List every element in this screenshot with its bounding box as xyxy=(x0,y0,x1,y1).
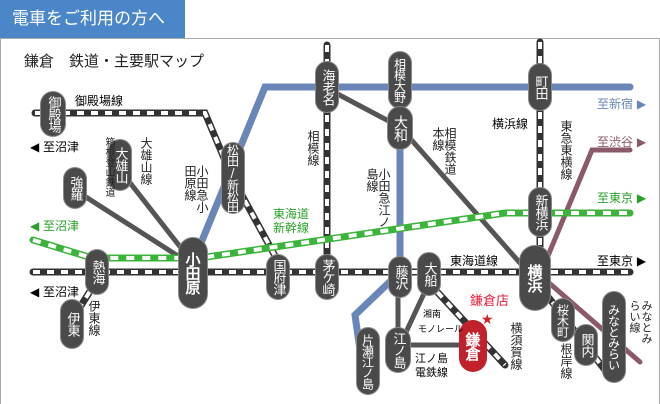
station-sakuragicho[interactable]: 桜木町 xyxy=(552,299,574,341)
label-negishi-line: 根岸線 xyxy=(559,343,573,379)
page-title: 鎌倉 鉄道・主要駅マップ xyxy=(24,52,205,70)
station-atami[interactable]: 熱海 xyxy=(86,250,108,294)
direction-numazu-gotemba: ◀ 至沼津 xyxy=(30,140,80,154)
station-fujisawa[interactable]: 藤沢 xyxy=(389,257,411,297)
direction-shinjuku: 至新宿 ▶ xyxy=(597,97,647,111)
label-daiyuzan-line: 大雄山線 xyxy=(139,137,153,185)
store-star-icon: ★ xyxy=(481,312,494,328)
store-label: 鎌倉店 xyxy=(470,294,510,309)
station-katase-enoshima[interactable]: 片瀬江ノ島 xyxy=(357,328,379,394)
label-ito-line: 伊東線 xyxy=(87,300,101,336)
station-gora[interactable]: 強羅 xyxy=(64,168,86,208)
station-enoshima[interactable]: 江ノ島 xyxy=(386,328,410,372)
station-sagamiono[interactable]: 相模大野 xyxy=(389,52,411,108)
station-kannai[interactable]: 関内 xyxy=(575,325,597,365)
label-gotemba-line: 御殿場線 xyxy=(75,94,124,108)
station-ofuna[interactable]: 大船 xyxy=(418,253,440,295)
station-yokohama[interactable]: 横浜 xyxy=(520,246,550,310)
station-machida[interactable]: 町田 xyxy=(529,64,551,110)
label-enoshima-line: 小田急江ノ島線 xyxy=(365,168,391,228)
hakone-line xyxy=(72,187,195,268)
label-monorail-b: モノレール xyxy=(418,325,464,335)
label-shinkansen: 東海道新幹線 xyxy=(273,207,310,235)
label-sagami-line: 相模線 xyxy=(306,130,320,166)
label-monorail-a: 湘南 xyxy=(423,310,442,320)
label-enoden: 江ノ島電鉄線 xyxy=(415,352,448,379)
station-kamakura[interactable]: 鎌倉 xyxy=(459,320,487,372)
station-matsuda[interactable]: 松田/新松田 xyxy=(222,143,244,213)
label-yokohama-line: 横浜線 xyxy=(492,117,529,131)
direction-tokyo-tokaido: 至東京 ▶ xyxy=(597,254,647,268)
station-yamato[interactable]: 大和 xyxy=(388,107,412,149)
odakyu-line xyxy=(188,83,634,269)
tab-train-access[interactable]: 電車をご利用の方へ xyxy=(0,0,185,38)
station-chigasaki[interactable]: 茅ケ崎 xyxy=(316,255,338,299)
station-ebina[interactable]: 海老名 xyxy=(316,62,338,112)
label-odakyu-line: 小田急小田原線 xyxy=(183,165,209,213)
direction-shibuya: 至渋谷 ▶ xyxy=(597,135,647,149)
label-tokaido-line: 東海道線 xyxy=(450,254,499,268)
label-minatomirai-line: みなとみらい線 xyxy=(628,300,653,344)
direction-numazu-tokaido: ◀ 至沼津 xyxy=(30,285,80,299)
label-toyoko-line: 東急東横線 xyxy=(559,120,573,180)
station-ito[interactable]: 伊東 xyxy=(61,300,83,348)
station-daiyuzan[interactable]: 大雄山 xyxy=(109,140,131,190)
direction-tokyo-shinkansen: 至東京 ▶ xyxy=(597,191,647,205)
station-odawara[interactable]: 小田原 xyxy=(179,238,207,308)
station-minatomirai[interactable]: みなとみらい xyxy=(603,292,625,382)
label-hakone-line: 箱根登山鉄道 xyxy=(103,137,114,197)
label-yokosuka-line: 横須賀線 xyxy=(509,322,523,370)
label-sotetsu-line: 相模鉄道本線 xyxy=(431,127,457,175)
station-shinyokohama[interactable]: 新横浜 xyxy=(529,188,551,236)
direction-numazu-shinkansen: ◀ 至沼津 xyxy=(30,219,80,233)
station-gotemba[interactable]: 御殿場 xyxy=(41,92,65,136)
station-kozu[interactable]: 国府津 xyxy=(267,255,289,299)
